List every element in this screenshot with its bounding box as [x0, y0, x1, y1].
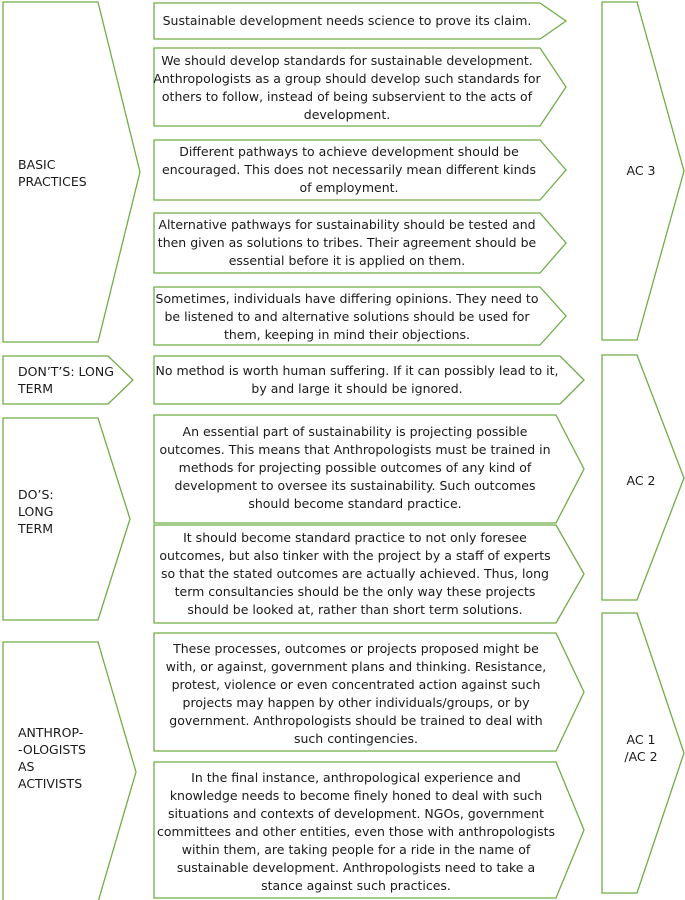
item-text-8: It should become standard practice to no… [159, 530, 551, 617]
item-text-3: Different pathways to achieve developmen… [162, 144, 536, 195]
section-chevron-dos-long-term [2, 417, 131, 621]
section-label-dos-long-term: DO’S: LONG TERM [18, 487, 54, 536]
item-text-5: Sometimes, individuals have differing op… [155, 291, 539, 342]
item-chevron-7 [153, 414, 585, 524]
ac-label-3: AC 3 [626, 163, 656, 178]
ac-chevron-3 [601, 1, 685, 341]
section-label-activists: ANTHROP- -OLOGISTS AS ACTIVISTS [18, 725, 86, 791]
section-chevron-activists [2, 641, 137, 900]
item-text-2: We should develop standards for sustaina… [153, 53, 541, 122]
section-label-donts-long-term: DON’T’S: LONG TERM [18, 364, 114, 396]
section-label-basic-practices: BASIC PRACTICES [18, 157, 87, 189]
item-text-7: An essential part of sustainability is p… [159, 424, 551, 511]
item-text-9: These processes, outcomes or projects pr… [165, 641, 547, 746]
ac-label-1-2: AC 1 /AC 2 [624, 732, 658, 764]
item-chevron-2 [153, 47, 567, 127]
item-text-1: Sustainable development needs science to… [162, 13, 532, 28]
item-chevron-3 [153, 139, 567, 201]
item-chevron-8 [153, 524, 585, 624]
item-chevron-5 [153, 286, 567, 346]
section-chevron-basic-practices [2, 1, 141, 343]
item-chevron-10 [153, 761, 585, 899]
item-chevron-9 [153, 632, 585, 752]
ac-chevron-2 [601, 354, 685, 601]
item-text-10: In the final instance, anthropological e… [156, 770, 556, 893]
item-text-6: No method is worth human suffering. If i… [155, 363, 559, 396]
item-chevron-6 [153, 355, 585, 405]
item-chevron-4 [153, 212, 567, 274]
item-chevron-1 [153, 2, 568, 40]
ac-chevron-1-2 [601, 612, 685, 894]
ac-label-2: AC 2 [626, 473, 656, 488]
item-text-4: Alternative pathways for sustainability … [157, 217, 537, 268]
section-chevron-donts-long-term [2, 355, 134, 405]
